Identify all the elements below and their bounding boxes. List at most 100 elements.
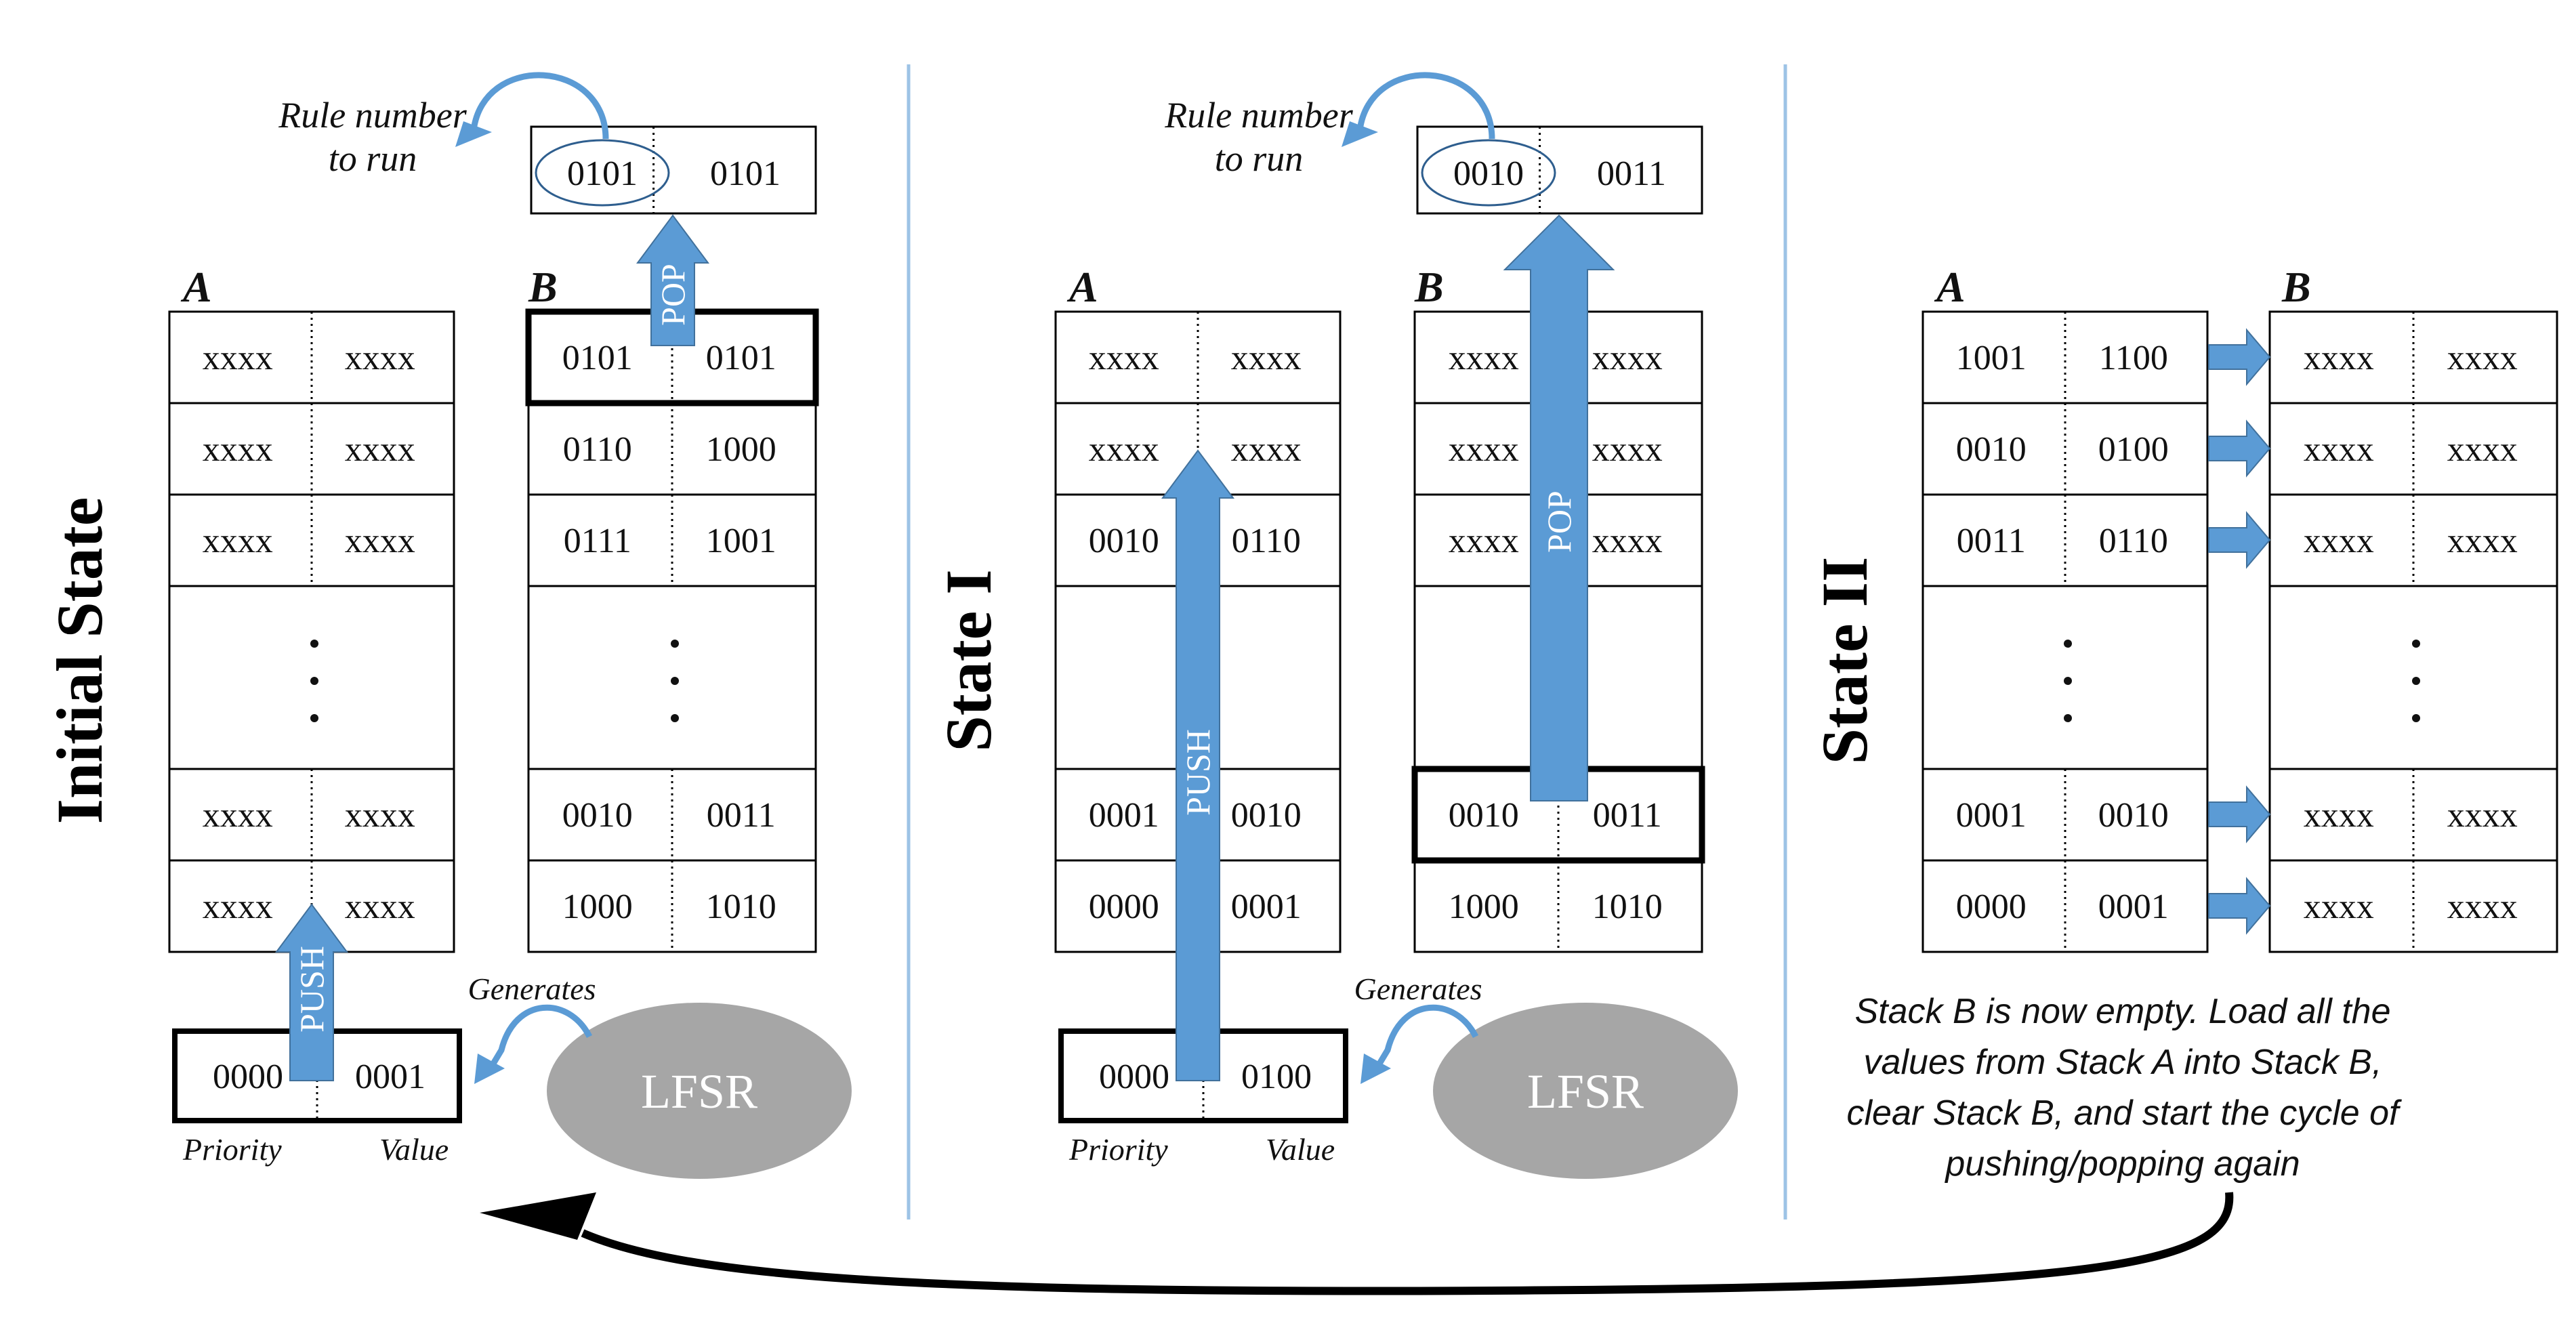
cycle-return-arrowhead	[480, 1192, 596, 1240]
transfer-arrow	[2208, 877, 2271, 935]
stack-b-state-i-priority-cell: 0010	[1449, 796, 1519, 835]
stack-a-state-i-priority-cell: 0001	[1089, 796, 1159, 835]
stack-a-state-ii-value-cell: 0001	[2098, 888, 2169, 926]
rule-label-line1: Rule number	[1164, 95, 1353, 136]
stack-a-initial-ellipsis-dot	[310, 640, 318, 648]
stack-b-state-ii-priority-cell: xxxx	[2304, 796, 2374, 835]
generates-arrow-0-curve	[489, 1004, 593, 1069]
stack-b-initial-value-cell: 0011	[707, 796, 776, 835]
lfsr-label: LFSR	[1527, 1064, 1644, 1119]
stack-b-state-ii-value-cell: xxxx	[2447, 522, 2518, 560]
rule-box-right-value: 0101	[710, 154, 781, 193]
stack-a-state-i-priority-cell: 0010	[1089, 522, 1159, 560]
push-arrow-state-i-shape	[1161, 449, 1234, 1081]
stack-b-initial-ellipsis-dot	[671, 677, 679, 685]
stack-b-state-i-priority-cell: xxxx	[1449, 430, 1519, 469]
stack-a-initial-priority-cell: xxxx	[203, 522, 273, 560]
stack-a-state-ii-priority-cell: 0011	[1957, 522, 2026, 560]
rule-number-oval	[1421, 139, 1556, 207]
pop-arrow-initial-label: POP	[654, 264, 692, 326]
stack-a-initial-priority-cell: xxxx	[203, 339, 273, 377]
rule-label-line1: Rule number	[278, 95, 467, 136]
input-priority-value: 0000	[213, 1058, 283, 1096]
transfer-arrow	[2208, 785, 2271, 843]
stack-b-state-ii-value-cell: xxxx	[2447, 339, 2518, 377]
stack-b-state-i-value-cell: 1010	[1592, 888, 1663, 926]
generates-arrow-1-curve	[1375, 1004, 1479, 1069]
note-line-3: clear Stack B, and start the cycle of	[1846, 1093, 2402, 1133]
generates-label: Generates	[1354, 972, 1482, 1006]
stack-a-state-i-value-cell: 0110	[1232, 522, 1301, 560]
stack-b-initial-priority-cell: 0101	[562, 339, 633, 377]
rule-label-line2: to run	[1215, 138, 1304, 179]
transfer-arrow	[2208, 511, 2271, 569]
state-title-initial: Initial State	[43, 497, 116, 825]
stack-a-initial-priority-cell: xxxx	[203, 796, 273, 835]
stack-a-state-i-value-cell: xxxx	[1231, 339, 1302, 377]
stack-b-state-i-value-cell: 0011	[1593, 796, 1662, 835]
stack-a-state-ii-priority-cell: 0010	[1956, 430, 2027, 469]
stack-a-initial-value-cell: xxxx	[345, 888, 415, 926]
pop-arrow-initial-shape	[636, 214, 709, 346]
stack-a-state-ii-ellipsis-dot	[2064, 677, 2072, 685]
stack-a-initial-value-cell: xxxx	[345, 339, 415, 377]
rule-pointer-arrow-0-curve	[470, 72, 609, 140]
pop-arrow-initial: POP	[636, 214, 709, 346]
note-line-1: Stack B is now empty. Load all the	[1855, 992, 2391, 1031]
stack-a-initial-priority-cell: xxxx	[203, 888, 273, 926]
note-line-2: values from Stack A into Stack B,	[1864, 1043, 2382, 1082]
input-value-value: 0100	[1241, 1058, 1312, 1096]
pop-arrow-state-i-shape	[1503, 214, 1615, 801]
stack-b-initial-ellipsis-dot	[671, 714, 679, 722]
rule-pointer-arrow-0	[455, 72, 609, 147]
stack-b-state-ii-priority-cell: xxxx	[2304, 430, 2374, 469]
stack-a-state-ii-value-cell: 0110	[2099, 522, 2168, 560]
input-priority-value: 0000	[1099, 1058, 1169, 1096]
stack-a-state-ii-ellipsis-dot	[2064, 640, 2072, 648]
generates-label: Generates	[468, 972, 596, 1006]
state-title-i: State I	[932, 569, 1005, 751]
stack-a-state-i-priority-cell: xxxx	[1089, 339, 1159, 377]
transfer-arrow	[2208, 419, 2271, 478]
stack-a-state-ii-ellipsis-dot	[2064, 714, 2072, 722]
transfer-arrow	[2208, 328, 2271, 386]
transfer-arrows	[2208, 328, 2271, 935]
stack-b-state-ii-ellipsis-dot	[2412, 677, 2420, 685]
stack-b-state-ii-priority-cell: xxxx	[2304, 888, 2374, 926]
stack-b-initial-priority-cell: 0111	[564, 522, 631, 560]
stack-b-initial-value-cell: 1010	[706, 888, 776, 926]
stack-a-state-ii-value-cell: 0100	[2098, 430, 2169, 469]
stack-b-state-ii-value-cell: xxxx	[2447, 430, 2518, 469]
stack-a-initial-ellipsis-dot	[310, 714, 318, 722]
state-title-ii: State II	[1808, 557, 1881, 765]
stack-b-state-i-value-cell: xxxx	[1592, 339, 1663, 377]
pop-arrow-state-i: POP	[1503, 214, 1615, 801]
stack-b-label-initial: B	[528, 263, 558, 311]
lfsr-label: LFSR	[641, 1064, 757, 1119]
stack-a-state-i-value-cell: xxxx	[1231, 430, 1302, 469]
push-arrow-state-i-label: PUSH	[1179, 729, 1217, 816]
stack-b-state-i-priority-cell: xxxx	[1449, 339, 1519, 377]
cycle-return-arrow	[581, 1192, 2234, 1295]
value-label: Value	[379, 1132, 449, 1167]
generates-arrow-0	[474, 1004, 593, 1084]
rule-box-frame	[1416, 125, 1703, 215]
stack-a-state-i-priority-cell: xxxx	[1089, 430, 1159, 469]
stack-b-state-i-value-cell: xxxx	[1592, 430, 1663, 469]
stack-a-state-ii-priority-cell: 0001	[1956, 796, 2027, 835]
stack-b-state-ii-ellipsis-dot	[2412, 714, 2420, 722]
stack-a-label-initial: A	[180, 263, 212, 311]
stack-b-state-i-priority-cell: xxxx	[1449, 522, 1519, 560]
stack-a-initial-priority-cell: xxxx	[203, 430, 273, 469]
stack-b-initial-priority-cell: 1000	[562, 888, 633, 926]
stack-b-initial-priority-cell: 0010	[562, 796, 633, 835]
push-arrow-initial-label: PUSH	[293, 946, 331, 1033]
push-arrow-initial-shape	[275, 903, 348, 1081]
stack-b-label-state-ii: B	[2281, 263, 2311, 311]
generates-arrow-1-head	[1360, 1054, 1391, 1084]
